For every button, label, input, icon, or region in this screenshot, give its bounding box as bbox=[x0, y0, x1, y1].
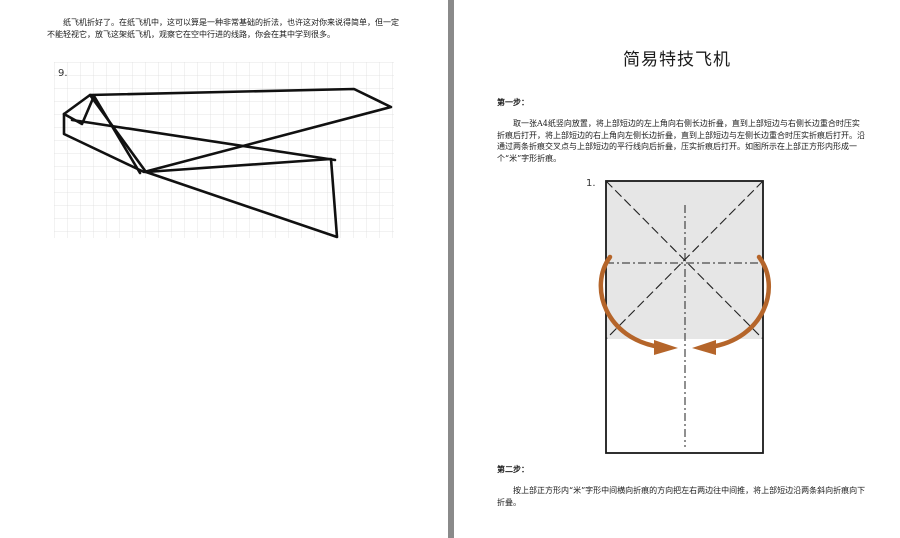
step1-heading: 第一步： bbox=[497, 97, 529, 107]
figure-9-label: 9. bbox=[58, 68, 68, 79]
fold-diagram bbox=[598, 180, 771, 454]
page-title: 简易特技飞机 bbox=[623, 50, 731, 70]
step2-paragraph: 按上部正方形内“米”字形中间横向折痕的方向把左右两边往中间推，将上部短边沿两条斜… bbox=[497, 486, 866, 507]
intro-paragraph: 纸飞机折好了。在纸飞机中，这可以算是一种非常基础的折法，也许这对你来说得简单，但… bbox=[47, 18, 399, 39]
step2-heading: 第二步： bbox=[497, 464, 529, 474]
page-divider bbox=[448, 0, 454, 538]
step1-paragraph: 取一张A4纸竖向放置，将上部短边的左上角向右侧长边折叠，直到上部短边与右侧长边重… bbox=[497, 119, 865, 163]
paper-airplane-figure bbox=[54, 62, 394, 239]
left-page: 纸飞机折好了。在纸飞机中，这可以算是一种非常基础的折法，也许这对你来说得简单，但… bbox=[0, 0, 448, 538]
figure-1-label: 1. bbox=[586, 178, 596, 189]
right-page: 简易特技飞机 第一步： 取一张A4纸竖向放置，将上部短边的左上角向右侧长边折叠，… bbox=[454, 0, 900, 538]
